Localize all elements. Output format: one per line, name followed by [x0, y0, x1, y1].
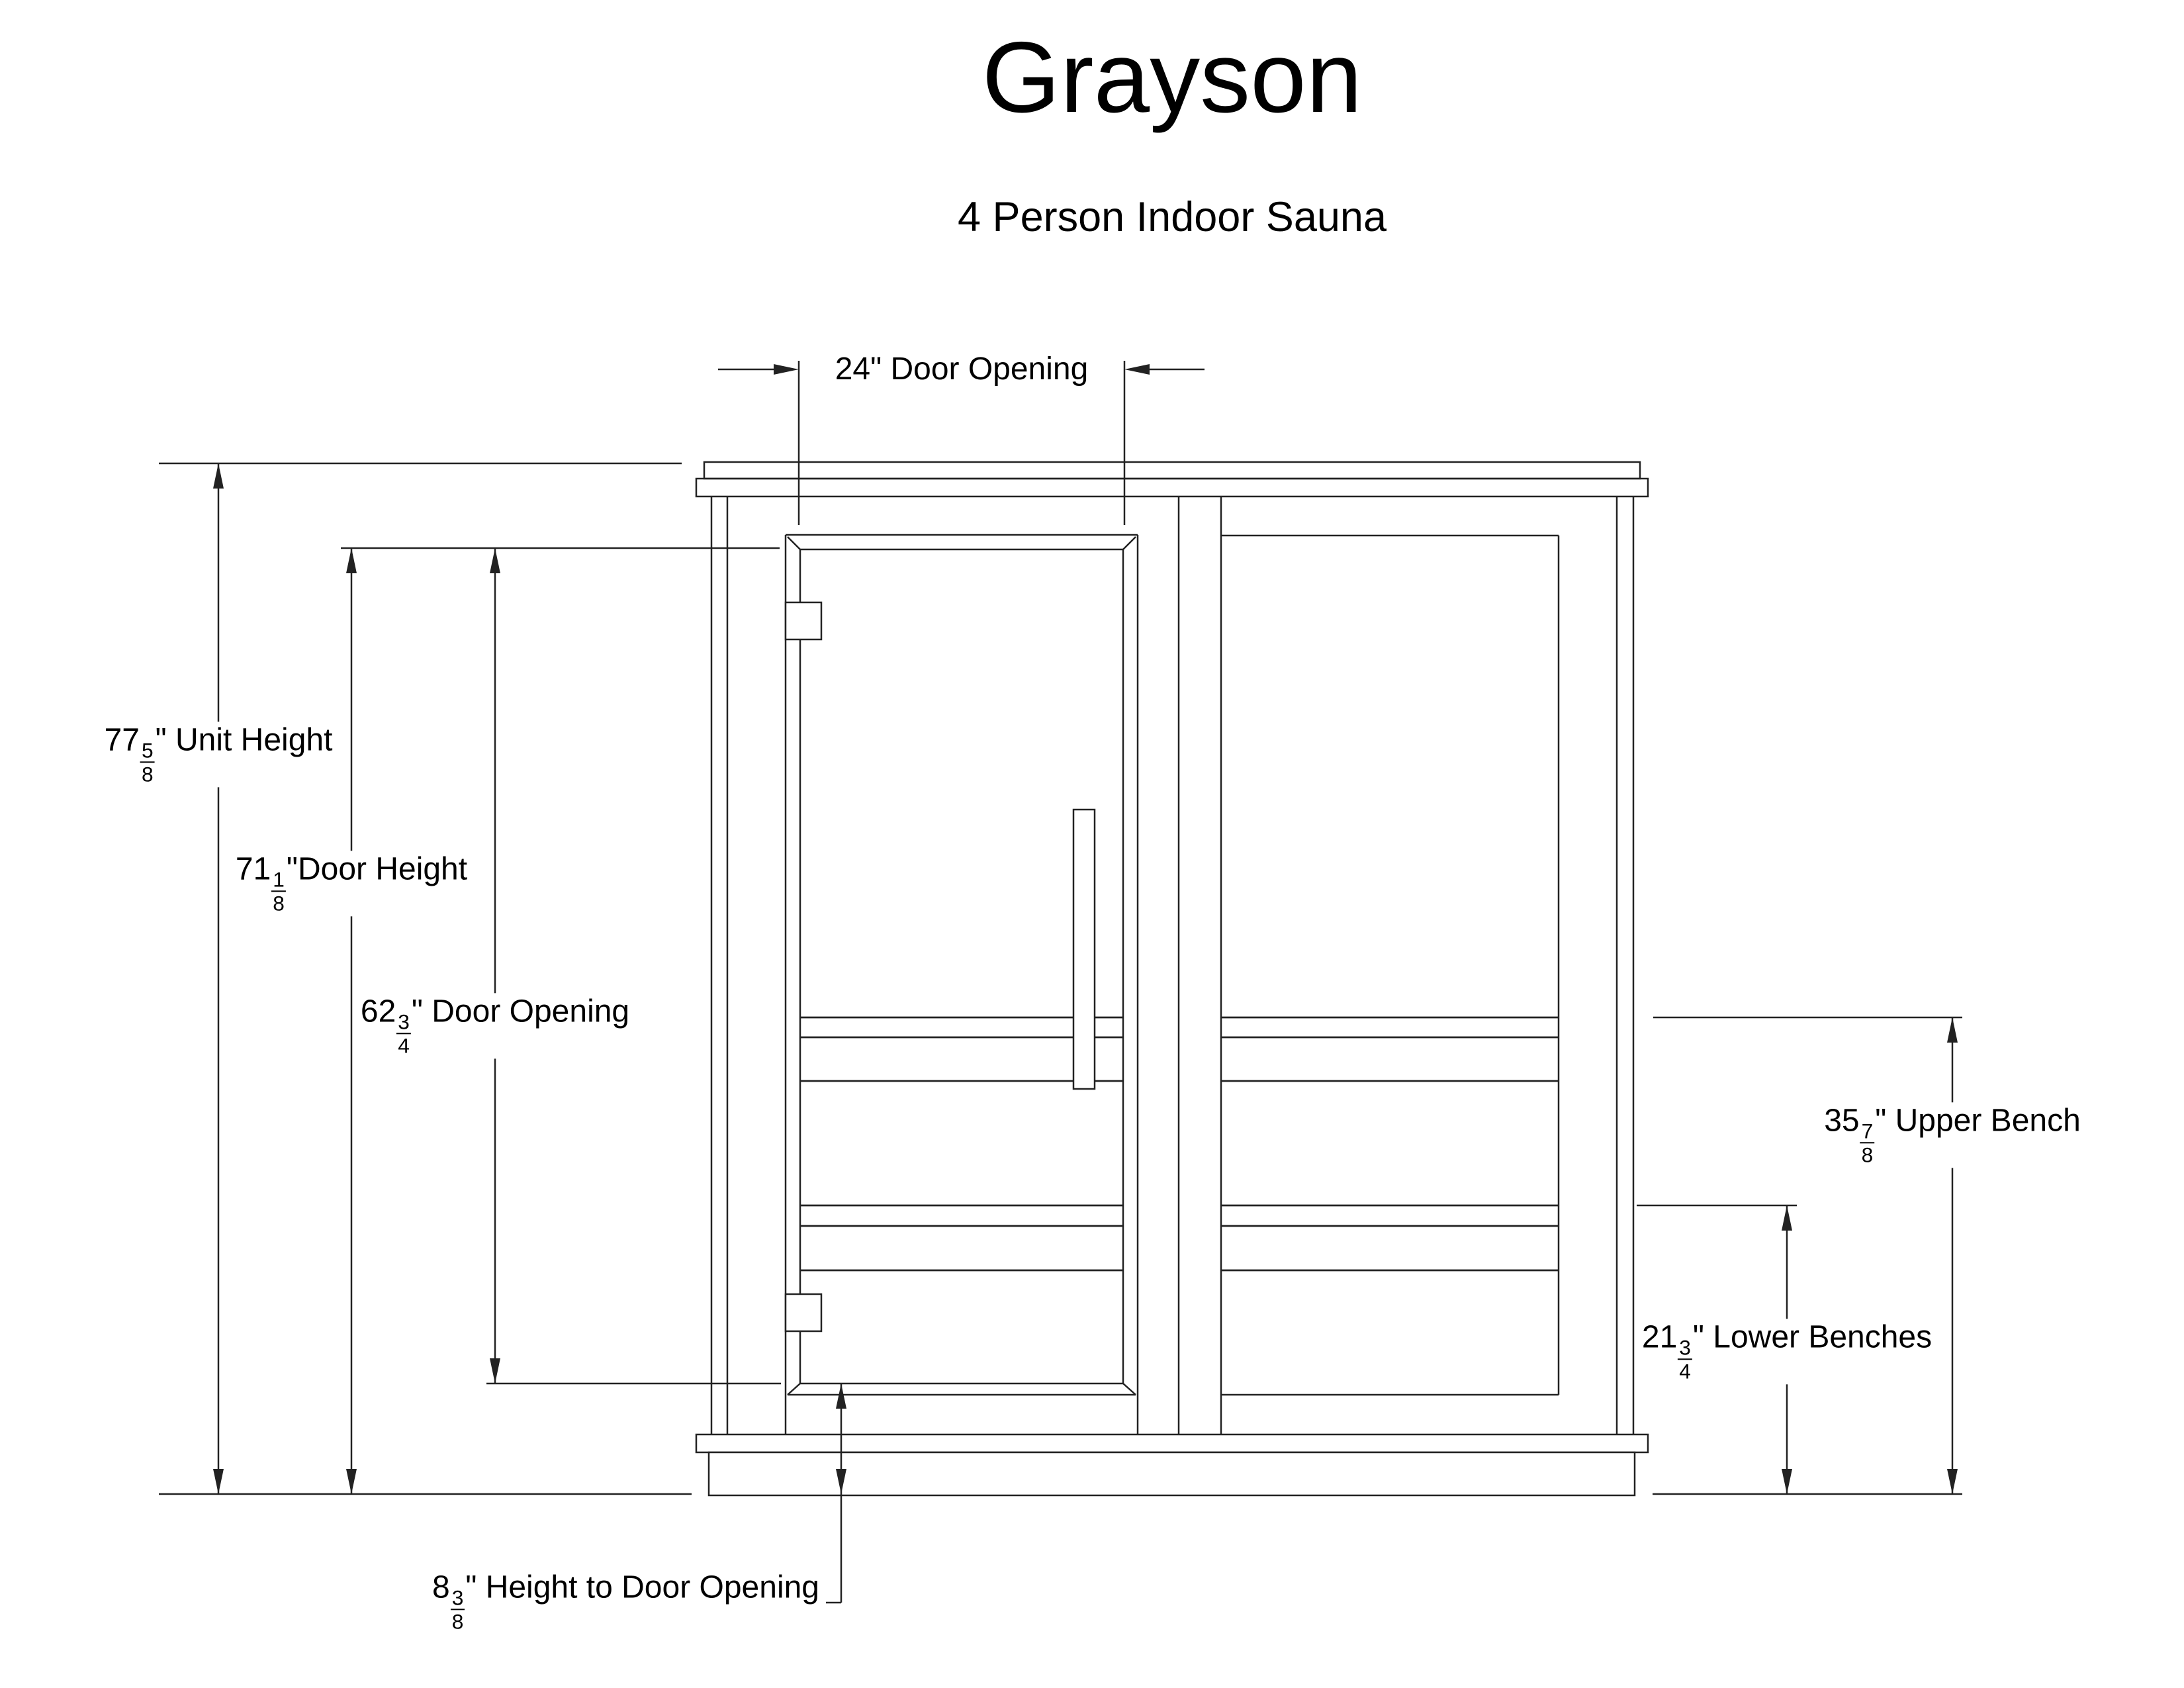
arrow-height-to-door-opening-up — [836, 1383, 846, 1409]
door-hardware — [784, 601, 1096, 1333]
door-miter-bottom-right — [1122, 1383, 1136, 1395]
page-subtitle: 4 Person Indoor Sauna — [958, 194, 1387, 240]
dimension-annotations — [159, 361, 1962, 1604]
arrow-lower-benches-down — [1782, 1469, 1792, 1494]
arrow-lower-benches-up — [1782, 1205, 1792, 1231]
door-handle — [1072, 808, 1096, 1090]
dim-value-whole: 71 — [235, 851, 271, 887]
dim-label-door-opening-width: 24" Door Opening — [828, 351, 1095, 388]
arrow-door-opening-down — [490, 1358, 500, 1383]
door-miter-bottom-left — [787, 1383, 801, 1395]
dim-label-text: " Door Opening — [411, 994, 630, 1029]
arrowheads — [213, 364, 1958, 1494]
dim-value-whole: 77 — [104, 722, 140, 758]
wall-stiles — [710, 496, 1635, 1434]
door-miter-top-right — [1122, 536, 1136, 550]
dim-label-text: " Height to Door Opening — [465, 1570, 819, 1605]
bench-lines — [800, 1016, 1559, 1272]
arrow-door-opening-width-right — [1124, 364, 1150, 375]
dim-label-text: " Upper Bench — [1875, 1103, 2081, 1139]
roof-cap — [695, 461, 1649, 498]
door-hinge-bottom — [784, 1293, 823, 1333]
arrow-door-height-up — [346, 548, 357, 573]
base-top-slab — [695, 1433, 1649, 1454]
arrow-door-height-down — [346, 1469, 357, 1494]
base-plinth — [707, 1451, 1636, 1497]
arrow-upper-bench-up — [1947, 1017, 1958, 1043]
dim-label-text: " Door Opening — [870, 352, 1089, 387]
door-miter-top-left — [787, 536, 801, 550]
arrow-door-opening-up — [490, 548, 500, 573]
dim-value-whole: 8 — [432, 1570, 450, 1605]
dim-value-whole: 21 — [1641, 1319, 1678, 1355]
dim-value-whole: 62 — [360, 994, 396, 1029]
page-title: Grayson — [981, 21, 1363, 134]
base — [695, 1433, 1649, 1497]
door-hinge-top — [784, 601, 823, 641]
door — [784, 534, 1139, 1434]
window — [1221, 534, 1560, 1396]
arrow-height-to-door-opening-down — [836, 1469, 846, 1494]
dim-value-whole: 35 — [1824, 1103, 1860, 1139]
arrow-door-opening-width-left — [774, 364, 799, 375]
dim-value-whole: 24 — [835, 352, 871, 387]
arrow-upper-bench-down — [1947, 1469, 1958, 1494]
roof-cap-slab — [695, 477, 1649, 498]
arrow-unit-height-up — [213, 463, 224, 489]
dim-label-text: " Unit Height — [155, 722, 333, 758]
arrow-unit-height-down — [213, 1469, 224, 1494]
roof-upper-band — [703, 461, 1641, 480]
dim-label-text: "Door Height — [286, 851, 468, 887]
dim-label-text: " Lower Benches — [1692, 1319, 1933, 1355]
